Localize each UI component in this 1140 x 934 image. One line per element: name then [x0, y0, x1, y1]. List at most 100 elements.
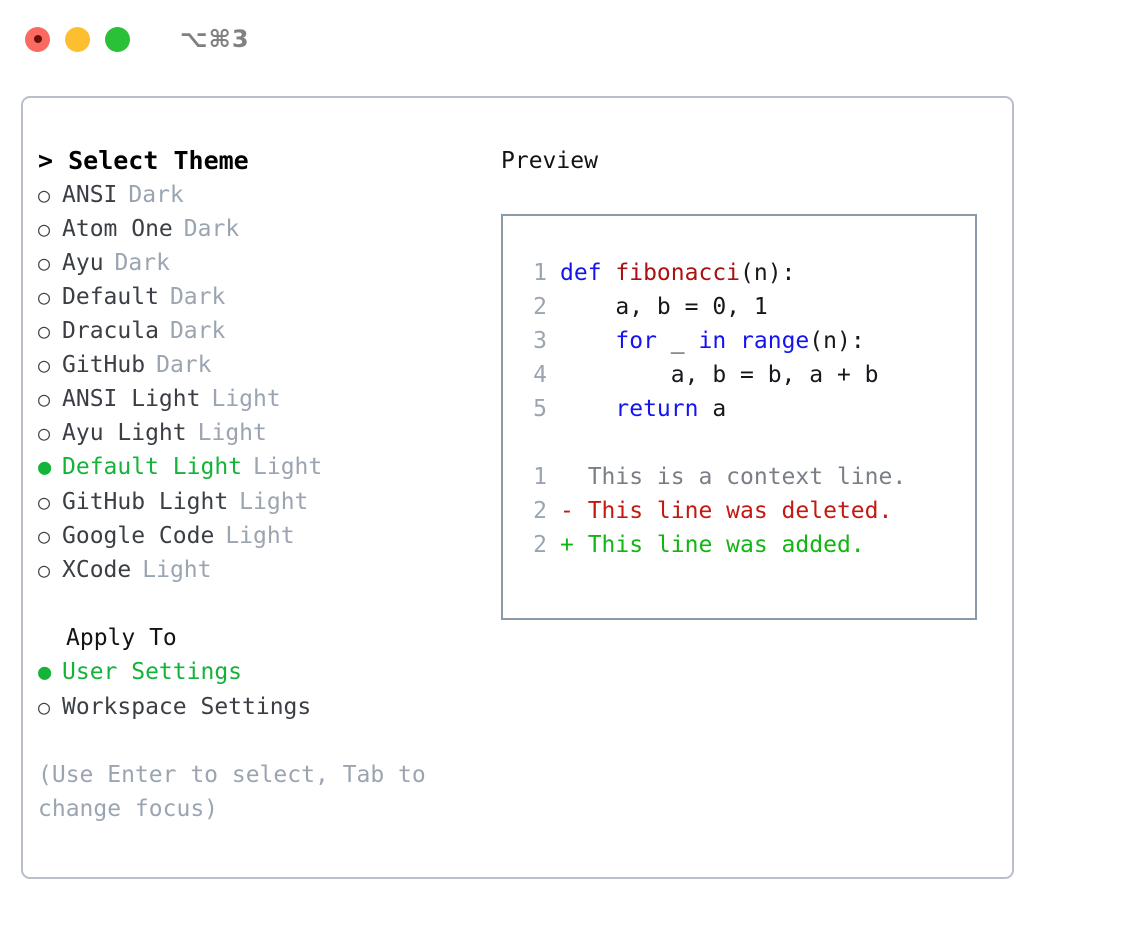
code-line-number: 2 [533, 294, 547, 320]
keyboard-shortcut-label: ⌥⌘3 [180, 25, 250, 53]
close-button[interactable] [25, 26, 50, 52]
theme-option-label: Default Light [62, 454, 243, 480]
code-token-plain: a, b = b, a + b [560, 362, 879, 388]
code-diff-spacer [517, 426, 975, 460]
code-line: 4 a, b = b, a + b [517, 358, 975, 392]
theme-option-ayu-light[interactable]: ○ Ayu Light Light [38, 416, 493, 450]
radio-unselected-icon: ○ [38, 217, 51, 241]
code-token-kw: for [615, 328, 657, 354]
preview-title: Preview [501, 148, 598, 174]
radio-selected-icon: ● [38, 455, 52, 480]
theme-option-github[interactable]: ○ GitHub Dark [38, 348, 493, 382]
radio-unselected-icon: ○ [38, 319, 51, 343]
radio-unselected-icon: ○ [38, 387, 51, 411]
theme-option-label: XCode [62, 557, 132, 583]
radio-unselected-icon: ○ [38, 421, 51, 445]
theme-mode-badge: Light [225, 523, 295, 549]
code-token-plain [726, 328, 740, 354]
maximize-button[interactable] [105, 26, 130, 52]
code-token-plain: (n): [809, 328, 865, 354]
diff-line: 2 + This line was added. [517, 528, 975, 562]
diff-sample: 1 This is a context line. 2 - This line wa… [517, 460, 975, 562]
keyboard-hint-text: (Use Enter to select, Tab to change focu… [38, 762, 426, 822]
theme-option-github-light[interactable]: ○ GitHub Light Light [38, 485, 493, 519]
radio-unselected-icon: ○ [38, 285, 51, 309]
code-token-plain [560, 328, 615, 354]
diff-line: 1 This is a context line. [517, 460, 975, 494]
theme-option-label: Ayu Light [62, 420, 187, 446]
apply-to-option-label: Workspace Settings [62, 694, 312, 720]
code-line: 1 def fibonacci(n): [517, 256, 975, 290]
radio-unselected-icon: ○ [38, 353, 51, 377]
code-token-plain: a, b = 0, 1 [560, 294, 768, 320]
panel-title: > Select Theme [38, 146, 249, 175]
apply-to-title: Apply To [66, 625, 177, 651]
theme-mode-badge: Light [197, 420, 267, 446]
code-line-text: def fibonacci(n): [560, 256, 795, 290]
apply-to-options-list: ●User Settings○Workspace Settings [38, 655, 493, 724]
diff-line-text-del: - This line was deleted. [560, 498, 893, 524]
section-spacer [38, 587, 493, 621]
code-line-text: a, b = b, a + b [560, 358, 879, 392]
radio-unselected-icon: ○ [38, 183, 51, 207]
theme-option-ansi[interactable]: ○ ANSI Dark [38, 178, 493, 212]
code-line: 2 a, b = 0, 1 [517, 290, 975, 324]
theme-mode-badge: Light [239, 489, 309, 515]
theme-mode-badge: Dark [169, 318, 226, 344]
minimize-button[interactable] [65, 26, 90, 52]
code-token-plain: a [698, 396, 727, 422]
diff-line-text-add: + This line was added. [560, 532, 865, 558]
code-line-number: 5 [533, 396, 547, 422]
diff-line-number: 1 [533, 464, 547, 490]
theme-option-label: GitHub [62, 352, 146, 378]
apply-to-option-workspace-settings[interactable]: ○Workspace Settings [38, 690, 493, 724]
theme-mode-badge: Light [142, 557, 212, 583]
theme-option-google-code[interactable]: ○ Google Code Light [38, 519, 493, 553]
theme-option-ayu[interactable]: ○ Ayu Dark [38, 246, 493, 280]
code-line-number: 3 [533, 328, 547, 354]
window-controls [25, 26, 130, 52]
radio-unselected-icon: ○ [38, 558, 51, 582]
code-token-kw: range [740, 328, 810, 354]
code-line-text: a, b = 0, 1 [560, 290, 768, 324]
radio-selected-icon: ● [38, 660, 52, 685]
theme-option-label: GitHub Light [62, 489, 229, 515]
diff-line-number: 2 [533, 498, 547, 524]
radio-unselected-icon: ○ [38, 490, 51, 514]
code-token-plain: (n): [740, 260, 796, 286]
theme-option-xcode[interactable]: ○ XCode Light [38, 553, 493, 587]
code-token-plain [560, 396, 615, 422]
theme-option-label: ANSI [62, 182, 118, 208]
theme-option-label: Default [62, 284, 159, 310]
window-titlebar: ⌥⌘3 [0, 0, 1140, 78]
theme-mode-badge: Dark [128, 182, 184, 208]
code-line-number: 1 [533, 260, 547, 286]
theme-mode-badge: Dark [156, 352, 212, 378]
apply-to-option-user-settings[interactable]: ●User Settings [38, 655, 493, 690]
theme-option-label: Ayu [62, 250, 104, 276]
code-line-number: 4 [533, 362, 547, 388]
code-line: 5 return a [517, 392, 975, 426]
diff-line: 2 - This line was deleted. [517, 494, 975, 528]
radio-unselected-icon: ○ [38, 524, 51, 548]
diff-line-number: 2 [533, 532, 547, 558]
theme-option-label: ANSI Light [62, 386, 201, 412]
theme-option-label: Google Code [62, 523, 215, 549]
theme-mode-badge: Dark [114, 250, 170, 276]
radio-unselected-icon: ○ [38, 251, 51, 275]
theme-option-label: Dracula [62, 318, 159, 344]
code-token-plain: _ [656, 328, 699, 354]
code-line-text: return a [560, 392, 726, 426]
theme-option-dracula[interactable]: ○ Dracula Dark [38, 314, 493, 348]
